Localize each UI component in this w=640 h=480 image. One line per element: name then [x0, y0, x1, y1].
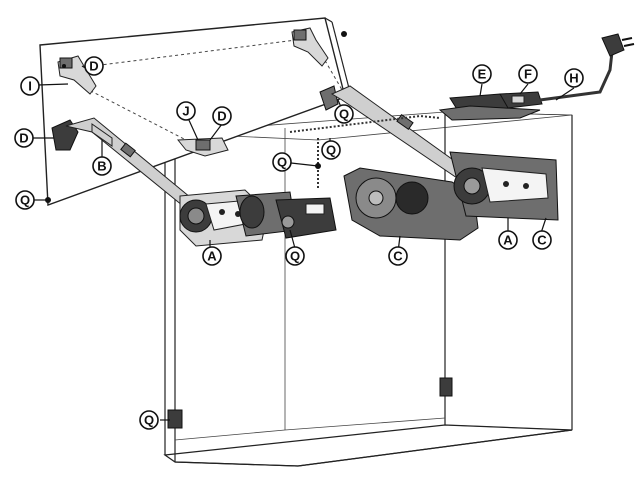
callout-Q-motor: Q	[285, 246, 305, 266]
callout-label-Q: Q	[326, 143, 336, 158]
callout-Q-arm: Q	[334, 104, 354, 124]
screws	[45, 31, 453, 429]
callout-label-D: D	[19, 131, 28, 146]
lift-arm-right	[330, 85, 471, 181]
power-cable	[539, 33, 635, 102]
callout-label-J: J	[182, 104, 189, 119]
callout-label-Q: Q	[339, 107, 349, 122]
callout-label-Q: Q	[20, 193, 30, 208]
callout-E: E	[472, 64, 492, 84]
callout-label-F: F	[524, 67, 532, 82]
callout-A-left: A	[202, 246, 222, 266]
door-hinge-bracket-right	[291, 27, 329, 67]
callout-D-door: D	[84, 56, 104, 76]
callout-Q-bottom: Q	[139, 410, 159, 430]
callout-label-C: C	[393, 249, 403, 264]
callout-label-Q: Q	[290, 249, 300, 264]
power-supply	[438, 93, 541, 121]
callout-label-C: C	[537, 233, 547, 248]
callout-H: H	[564, 68, 584, 88]
callout-C-center: C	[388, 246, 408, 266]
callout-F: F	[518, 64, 538, 84]
callout-label-D: D	[217, 109, 226, 124]
callout-label-A: A	[503, 233, 513, 248]
cover-cap-center	[343, 167, 479, 241]
cabinet-hinge-bracket	[176, 137, 229, 157]
callout-Q-top: Q	[321, 140, 341, 160]
callout-A-right: A	[498, 230, 518, 250]
callout-label-D: D	[89, 59, 98, 74]
control-unit	[499, 91, 543, 109]
callout-label-B: B	[97, 159, 106, 174]
callout-C-right: C	[532, 230, 552, 250]
callout-Q-door: Q	[15, 190, 35, 210]
callout-label-A: A	[207, 249, 217, 264]
callout-Q-chain: Q	[272, 152, 292, 172]
door-hinge-bracket-left	[57, 55, 97, 95]
callout-J: J	[176, 101, 196, 121]
callout-D-side: D	[14, 128, 34, 148]
callout-label-Q: Q	[277, 155, 287, 170]
callout-D-cabinet: D	[212, 106, 232, 126]
callout-label-H: H	[569, 71, 578, 86]
callout-I: I	[20, 76, 40, 96]
sync-cable	[289, 114, 441, 133]
motor-module-left	[235, 191, 337, 239]
lift-mechanism-right	[449, 151, 559, 221]
callout-label-E: E	[478, 67, 487, 82]
callout-label-Q: Q	[144, 413, 154, 428]
callout-label-I: I	[28, 79, 32, 94]
callout-B: B	[92, 156, 112, 176]
